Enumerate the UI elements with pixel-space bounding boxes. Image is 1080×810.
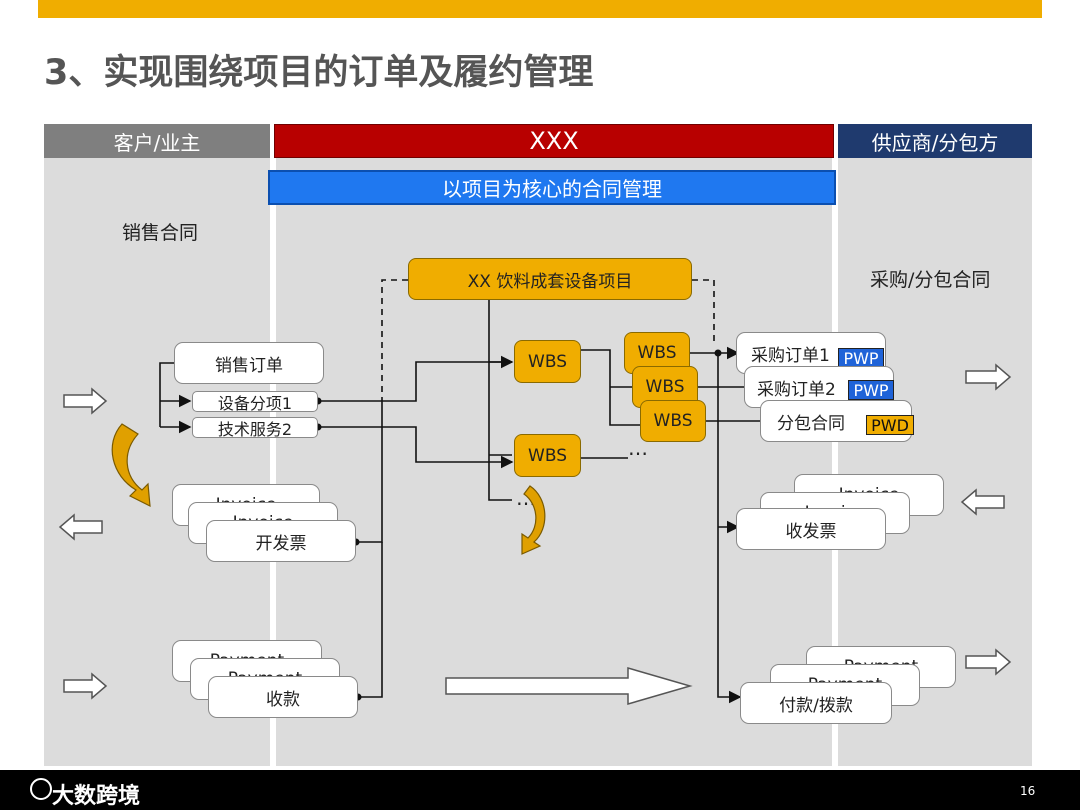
arrow-left-icon <box>58 513 103 541</box>
pay-disburse-box: 付款/拨款 <box>740 682 892 724</box>
issue-invoice-box: 开发票 <box>206 520 356 562</box>
purchase-contract-label: 采购/分包合同 <box>870 269 991 291</box>
top-accent-bar <box>38 0 1042 18</box>
arrow-right-icon <box>63 672 108 700</box>
curved-arrow-icon <box>111 423 151 508</box>
header-supplier: 供应商/分包方 <box>838 124 1032 158</box>
arrow-left-icon <box>960 488 1005 516</box>
wbs-box-5: WBS <box>640 400 706 442</box>
equipment-item-box: 设备分项1 <box>192 391 318 413</box>
purchase-order-1-label: 采购订单1 <box>751 345 830 366</box>
header-company: XXX <box>274 124 834 158</box>
page-number: 16 <box>1020 784 1036 798</box>
arrow-right-icon <box>965 648 1012 676</box>
arrow-right-icon <box>965 363 1012 391</box>
purchase-order-2-label: 采购订单2 <box>757 379 836 400</box>
footer-bar <box>0 770 1080 810</box>
sales-order-box: 销售订单 <box>174 342 324 384</box>
page-title: 3、实现围绕项目的订单及履约管理 <box>44 53 594 93</box>
wbs-box-1: WBS <box>514 340 581 383</box>
footer-logo-text: 大数跨境 <box>52 784 141 809</box>
header-customer: 客户/业主 <box>44 124 270 158</box>
wbs-ellipsis-1: … <box>628 436 648 460</box>
project-box: XX 饮料成套设备项目 <box>408 258 692 300</box>
arrow-right-icon <box>63 387 108 415</box>
receive-invoice-box: 收发票 <box>736 508 886 550</box>
core-contract-banner: 以项目为核心的合同管理 <box>268 170 836 205</box>
pwp-tag-2: PWP <box>848 380 894 400</box>
curved-arrow-icon <box>521 485 546 555</box>
subcontract-label: 分包合同 <box>777 413 845 434</box>
wbs-box-2: WBS <box>514 434 581 477</box>
logo-mark-icon <box>30 778 52 800</box>
big-arrow-right-icon <box>445 667 693 705</box>
pwd-tag: PWD <box>866 415 914 435</box>
tech-service-item-box: 技术服务2 <box>192 417 318 439</box>
sales-contract-label: 销售合同 <box>122 222 199 244</box>
receive-payment-box: 收款 <box>208 676 358 718</box>
